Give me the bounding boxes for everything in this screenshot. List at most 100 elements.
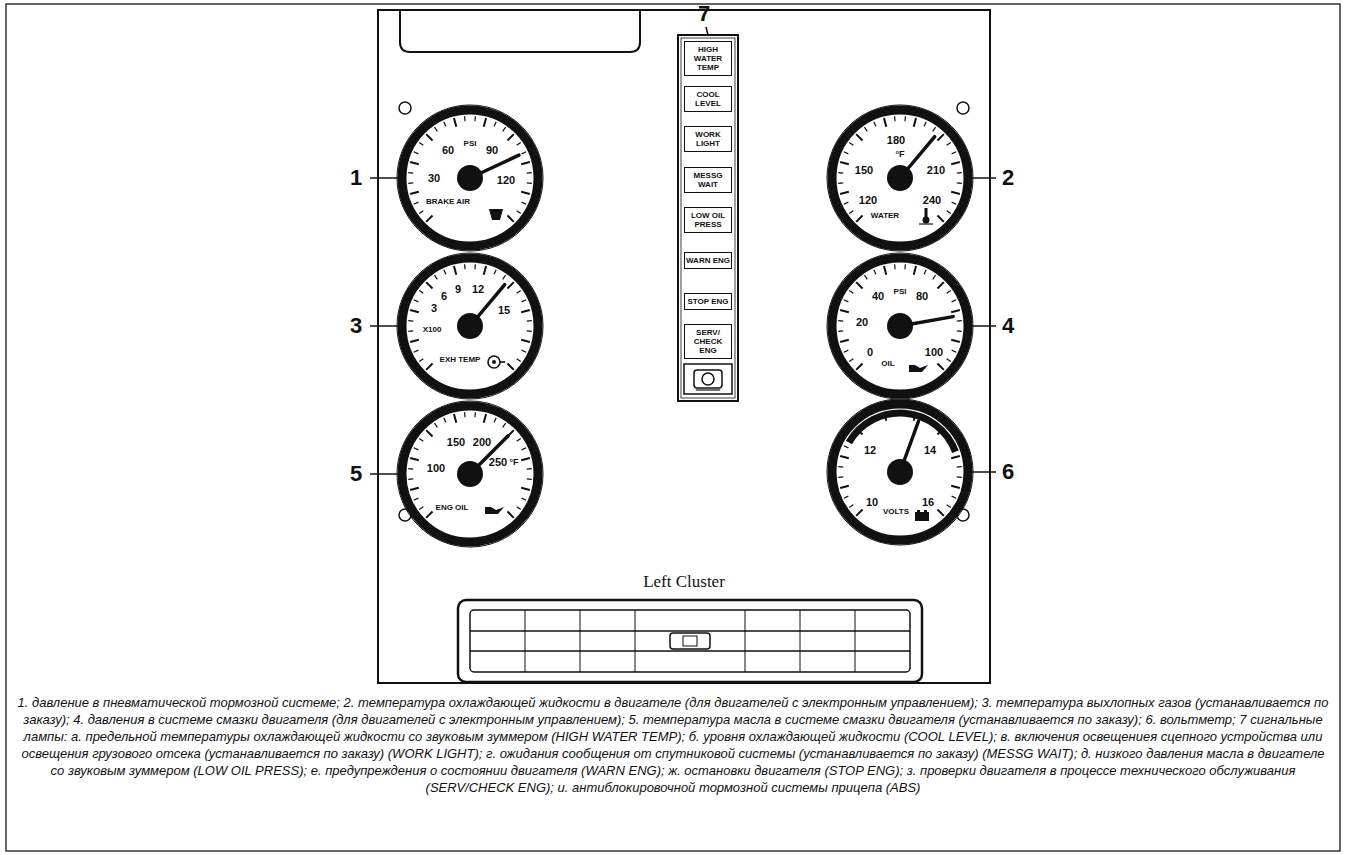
gauge-tick <box>419 359 423 362</box>
gauge-tick <box>507 282 513 288</box>
gauge-scale-text: 15 <box>498 305 510 316</box>
gauge-tick <box>444 418 446 423</box>
gauge-tick <box>527 172 532 174</box>
gauge-tick <box>408 172 413 174</box>
gauge-tick <box>408 182 413 184</box>
lamp-label: STOP ENG <box>686 297 730 306</box>
gauge-scale-text: 12 <box>864 445 876 456</box>
gauge-scale-text: 120 <box>497 175 515 186</box>
thermometer-icon <box>923 217 930 224</box>
gauge-rim <box>397 253 543 399</box>
gauge-tick <box>933 127 936 131</box>
gauge-tick <box>840 310 849 312</box>
gauge-tick <box>856 428 862 434</box>
callout-number: 2 <box>1002 167 1014 189</box>
gauge-art <box>397 105 973 547</box>
gauge-dial: 100150200250°FENG OIL <box>398 402 542 546</box>
gauge-tick <box>952 300 957 302</box>
gauge-tick <box>849 290 853 293</box>
gauge-tick <box>414 202 419 204</box>
gauge-tick <box>957 466 962 468</box>
gauge-tick <box>849 142 853 145</box>
gauge-tick <box>454 414 456 423</box>
warning-lamp: SERV/ CHECK ENG <box>684 324 732 359</box>
abs-lamp <box>684 364 732 394</box>
gauge-tick <box>838 172 843 174</box>
gauge-tick <box>957 476 962 478</box>
gauge-tick <box>844 446 849 448</box>
panel-notch <box>400 10 640 52</box>
gauge-scale-text: 60 <box>442 145 454 156</box>
gauge-tick <box>410 162 419 164</box>
gauge-tick <box>517 211 521 214</box>
gauge-tick <box>522 498 527 500</box>
gauge-tick <box>840 162 849 164</box>
warning-lamp: WORK LIGHT <box>684 126 732 152</box>
gauge-tick <box>419 211 423 214</box>
gauge-tick <box>947 436 951 439</box>
lamp-label: LOW OIL PRESS <box>686 211 730 229</box>
gauge-tick <box>517 142 521 145</box>
gauge-tick <box>884 118 886 127</box>
gauge-tick <box>856 134 862 140</box>
gauge-tick <box>904 116 906 121</box>
lamp-strip-inner <box>681 38 735 398</box>
gauge-tick <box>951 486 960 488</box>
gauge-tick <box>914 412 916 421</box>
gauge-tick <box>434 275 437 279</box>
gauge-tick <box>507 363 513 369</box>
gauge-tick <box>474 412 476 417</box>
gauge-hub <box>887 313 913 339</box>
gauge-scale-text: BRAKE AIR <box>426 198 470 206</box>
lamp-strip <box>678 35 738 401</box>
gauge-tick <box>517 359 521 362</box>
figure-caption: 1. давление в пневматической тормозной с… <box>14 694 1332 796</box>
gauge-scale-text: X100 <box>423 326 442 334</box>
gauge-scale-text: 180 <box>887 135 905 146</box>
gauge-tick <box>494 270 496 275</box>
gauge-scale-text: 100 <box>925 347 943 358</box>
gauge-tick <box>844 202 849 204</box>
gauge-tick <box>924 416 926 421</box>
gauge-tick <box>933 275 936 279</box>
gauge-tick <box>474 116 476 121</box>
gauge-tick <box>507 511 513 517</box>
gauge-scale-text: 100 <box>427 463 445 474</box>
gauge-tick <box>957 182 962 184</box>
gauge-tick <box>864 275 867 279</box>
gauge-tick <box>947 211 951 214</box>
cluster-panel: Left Cluster3060PSI90120BRAKE AIR1201501… <box>378 10 990 683</box>
gauge-tick <box>527 468 532 470</box>
gauge-tick <box>419 290 423 293</box>
gauge-tick <box>838 476 843 478</box>
gauge-scale-text: VOLTS <box>883 508 909 516</box>
gauge-tick <box>408 320 413 322</box>
gauge-tick <box>904 410 906 415</box>
gauge-tick <box>410 192 419 194</box>
gauge-scale-text: EXH TEMP <box>440 356 481 364</box>
gauge-tick <box>874 270 876 275</box>
gauge-tick <box>444 122 446 127</box>
gauge-scale-text: 150 <box>855 165 873 176</box>
gauge-tick <box>522 202 527 204</box>
gauge-tick <box>894 264 896 269</box>
gauge-tick <box>517 438 521 441</box>
gauge-tick <box>840 340 849 342</box>
gauge-face <box>402 110 538 246</box>
gauge-tick <box>849 211 853 214</box>
gauge-tick <box>494 122 496 127</box>
gauge-tick <box>844 300 849 302</box>
gauge-dial: X1003691215EXH TEMP <box>398 254 542 398</box>
air-vent <box>458 600 922 682</box>
gauge-tick <box>414 448 419 450</box>
gauge-scale-text: 90 <box>486 145 498 156</box>
gauge-tick <box>434 423 437 427</box>
gauge-tick <box>951 456 960 458</box>
gauge-tick <box>527 330 532 332</box>
callout-number: 5 <box>350 463 362 485</box>
gauge-scale-text: 200 <box>473 437 491 448</box>
gauge-tick <box>484 414 486 423</box>
gauge-tick <box>527 320 532 322</box>
gauge-tick <box>914 118 916 127</box>
thermometer-icon <box>919 223 933 224</box>
